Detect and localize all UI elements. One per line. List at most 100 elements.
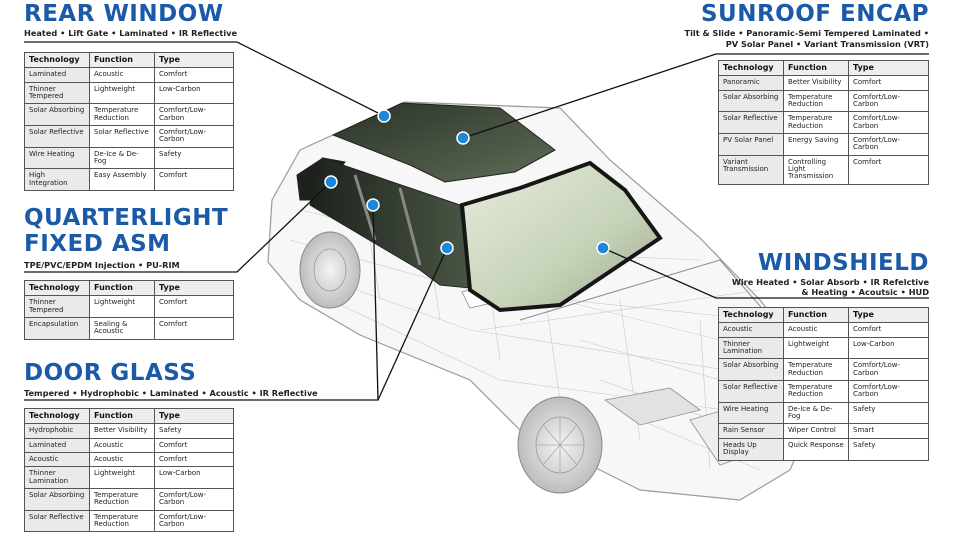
column-header: Type — [848, 59, 929, 77]
column-header: Technology — [24, 51, 90, 69]
door-glass-title: DOOR GLASS — [24, 360, 197, 386]
quarterlight-subtitle: TPE/PVC/EPDM Injection • PU-RIM — [24, 260, 180, 270]
table-header-row: Technology Function Type — [24, 279, 234, 297]
type-cell: Comfort/Low-Carbon — [154, 509, 234, 533]
type-cell: Comfort/Low-Carbon — [848, 358, 929, 382]
technology-cell: PV Solar Panel — [718, 133, 784, 156]
type-cell: Safety — [848, 401, 929, 425]
technology-cell: Solar Absorbing — [24, 103, 90, 127]
type-cell: Low-Carbon — [154, 466, 234, 490]
sunroof-glass — [331, 102, 556, 183]
front-wheel — [517, 396, 603, 494]
windshield-marker — [596, 241, 610, 255]
technology-cell: Panoramic — [718, 75, 784, 91]
column-header: Type — [154, 51, 234, 69]
column-header: Type — [154, 407, 234, 425]
function-cell: Temperature Reduction — [783, 380, 849, 403]
rear-window-title: REAR WINDOW — [24, 1, 224, 27]
function-cell: Lightweight — [89, 81, 155, 105]
technology-cell: Solar Absorbing — [24, 488, 90, 511]
function-cell: Solar Reflective — [89, 125, 155, 148]
function-cell: Wiper Control — [783, 423, 849, 439]
function-cell: Temperature Reduction — [89, 103, 155, 127]
column-header: Technology — [718, 59, 784, 77]
technology-cell: Variant Transmission — [718, 154, 784, 185]
type-cell: Comfort/Low-Carbon — [848, 133, 929, 156]
table-header-row: Technology Function Type — [24, 407, 234, 425]
table-header-row: Technology Function Type — [718, 59, 929, 77]
type-cell: Comfort/Low-Carbon — [848, 89, 929, 113]
type-cell: Safety — [848, 437, 929, 461]
leader-lines — [24, 41, 929, 401]
door-glass-marker — [366, 198, 380, 212]
function-cell: Easy Assembly — [89, 168, 155, 192]
technology-cell: High Integration — [24, 168, 90, 192]
door-glass-subtitle: Tempered • Hydrophobic • Laminated • Aco… — [24, 388, 318, 398]
windshield-subtitle-line2: & Heating • Acoutsic • HUD — [801, 287, 929, 297]
technology-cell: Laminated — [24, 67, 90, 83]
function-cell: Better Visibility — [89, 423, 155, 439]
technology-cell: Thinner Lamination — [24, 466, 90, 490]
column-header: Technology — [24, 279, 90, 297]
type-cell: Comfort — [848, 75, 929, 91]
table-header-row: Technology Function Type — [718, 306, 929, 324]
function-cell: Lightweight — [89, 295, 155, 319]
function-cell: De-Ice & De-Fog — [783, 401, 849, 425]
rear-wheel — [299, 231, 361, 309]
type-cell: Safety — [154, 146, 234, 170]
quarterlight-table: Technology Function Type Thinner Tempere… — [24, 279, 234, 340]
technology-cell: Solar Absorbing — [718, 358, 784, 382]
type-cell: Low-Carbon — [848, 336, 929, 360]
type-cell: Safety — [154, 423, 234, 439]
function-cell: De-Ice & De-Fog — [89, 146, 155, 170]
type-cell: Comfort/Low-Carbon — [154, 103, 234, 127]
technology-cell: Acoustic — [24, 452, 90, 468]
type-cell: Comfort/Low-Carbon — [154, 125, 234, 148]
function-cell: Temperature Reduction — [89, 488, 155, 511]
function-cell: Acoustic — [89, 452, 155, 468]
rear-window-marker — [377, 109, 391, 123]
type-cell: Comfort — [154, 67, 234, 83]
column-header: Function — [89, 407, 155, 425]
technology-cell: Rain Sensor — [718, 423, 784, 439]
function-cell: Temperature Reduction — [783, 111, 849, 135]
type-cell: Comfort — [154, 452, 234, 468]
technology-cell: Solar Absorbing — [718, 89, 784, 113]
technology-cell: Acoustic — [718, 322, 784, 338]
technology-cell: Hydrophobic — [24, 423, 90, 439]
type-cell: Comfort — [154, 295, 234, 319]
column-header: Function — [89, 51, 155, 69]
function-cell: Sealing & Acoustic — [89, 317, 155, 340]
column-header: Type — [848, 306, 929, 324]
door-glass-front-marker — [440, 241, 454, 255]
technology-cell: Solar Reflective — [24, 509, 90, 533]
type-cell: Comfort — [154, 437, 234, 454]
column-header: Function — [783, 59, 849, 77]
windshield-glass — [459, 160, 663, 313]
table-header-row: Technology Function Type — [24, 51, 234, 69]
sunroof-marker — [456, 131, 470, 145]
quarterlight-marker — [324, 175, 338, 189]
column-header: Type — [154, 279, 234, 297]
sunroof-subtitle-line1: Tilt & Slide • Panoramic-Semi Tempered L… — [684, 28, 930, 38]
